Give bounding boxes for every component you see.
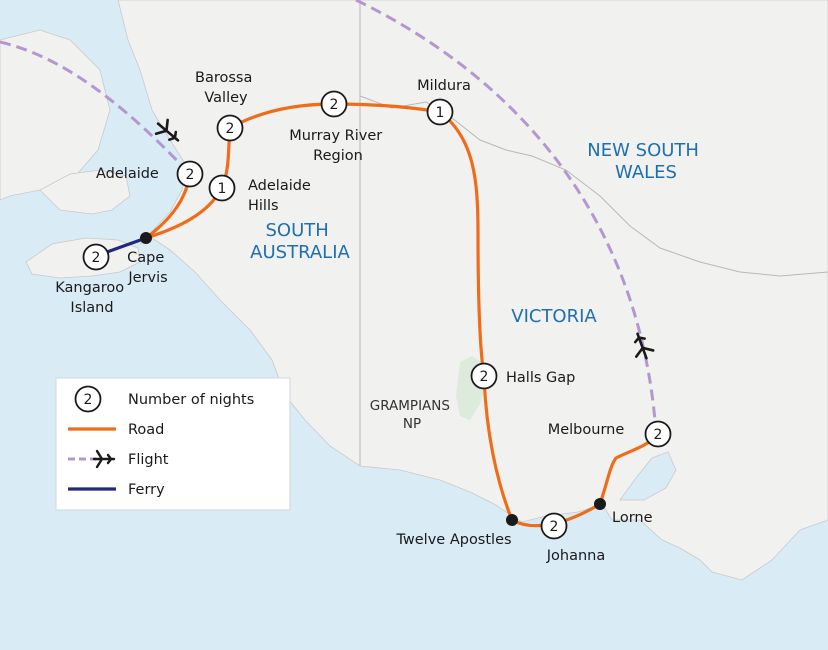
region-label-vic: VICTORIA (511, 306, 597, 327)
legend-item-nights: 2 Number of nights (74, 385, 254, 413)
nights-badge (426, 98, 454, 126)
nights-badge (216, 114, 244, 142)
stop-kangaroo-island: 2 Kangaroo Island (55, 243, 128, 316)
place-label: Melbourne (548, 422, 625, 438)
nights-badge (644, 420, 672, 448)
flight-route-west (0, 40, 190, 174)
legend-item-flight: Flight (68, 449, 169, 469)
place-label: Lorne (612, 510, 653, 526)
nights-count: 2 (186, 167, 195, 183)
road-route (439, 110, 514, 521)
stop-dot (506, 514, 518, 526)
stop-mildura: 1 Mildura (417, 78, 471, 126)
legend-label: Ferry (128, 482, 165, 498)
legend-label: Flight (128, 452, 169, 468)
place-label: Murray River Region (289, 128, 387, 164)
nights-count: 1 (218, 181, 227, 197)
nights-count: 2 (92, 250, 101, 266)
nights-badge (208, 174, 236, 202)
stop-twelve-apostles: Twelve Apostles (395, 514, 518, 548)
stop-murray-river: 2 Murray River Region (289, 90, 387, 164)
stop-dot (140, 232, 152, 244)
nights-badge (320, 90, 348, 118)
place-label: Johanna (546, 548, 606, 564)
place-label: Mildura (417, 78, 471, 94)
plane-icon (633, 332, 655, 360)
nights-badge (82, 243, 110, 271)
stop-adelaide-hills: 1 Adelaide Hills (208, 174, 315, 214)
place-label: Kangaroo Island (55, 280, 128, 316)
nights-badge (540, 512, 568, 540)
stop-halls-gap: 2 Halls Gap (470, 362, 575, 390)
plane-icon (92, 449, 116, 469)
nights-count: 2 (480, 369, 489, 385)
legend-item-road: Road (68, 422, 164, 438)
region-label-nsw: NEW SOUTH WALES (587, 140, 704, 183)
port-phillip-bay (619, 451, 677, 501)
nights-count: 2 (654, 427, 663, 443)
grampians-np-label: GRAMPIANS NP (370, 398, 455, 432)
legend-nights-badge (74, 385, 102, 413)
plane-icon (154, 118, 180, 142)
nights-badge (176, 160, 204, 188)
legend-label: Road (128, 422, 164, 438)
place-label: Adelaide (96, 166, 159, 182)
stop-johanna: 2 Johanna (540, 512, 606, 564)
place-label: Adelaide Hills (248, 178, 315, 214)
nights-count: 2 (226, 121, 235, 137)
stop-dot (594, 498, 606, 510)
region-label-sa: SOUTH AUSTRALIA (250, 220, 350, 263)
legend: 2 Number of nights Road Flight Ferry (55, 377, 291, 511)
stop-cape-jervis: Cape Jervis (127, 232, 169, 286)
place-label: Cape Jervis (127, 250, 169, 286)
stop-melbourne: 2 Melbourne (548, 420, 672, 448)
nights-count: 1 (436, 105, 445, 121)
legend-label: Number of nights (128, 392, 254, 408)
stop-adelaide: 2 Adelaide (96, 160, 204, 188)
place-label: Halls Gap (506, 370, 575, 386)
nights-count: 2 (330, 97, 339, 113)
nights-badge (470, 362, 498, 390)
stop-barossa-valley: 2 Barossa Valley (195, 70, 257, 142)
legend-item-ferry: Ferry (68, 482, 165, 498)
place-label: Twelve Apostles (395, 532, 511, 548)
peninsula-west (0, 29, 111, 201)
legend-nights-count: 2 (84, 392, 93, 408)
place-label: Barossa Valley (195, 70, 257, 106)
nights-count: 2 (550, 519, 559, 535)
peninsula-yorke (39, 169, 131, 215)
stop-lorne: Lorne (594, 498, 653, 526)
